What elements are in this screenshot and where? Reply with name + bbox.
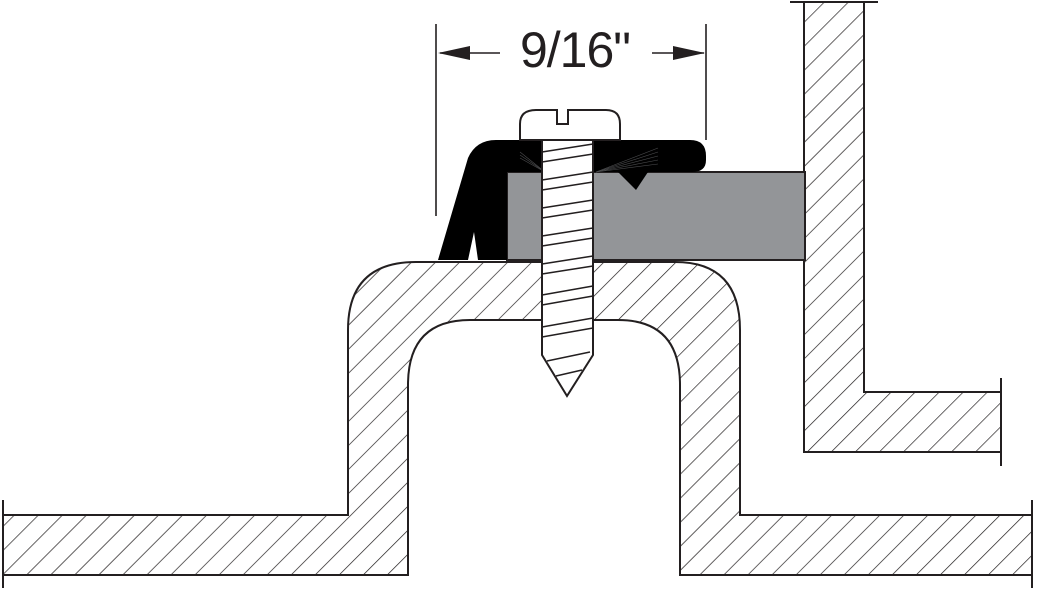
screw	[519, 109, 621, 398]
hat-channel	[2, 261, 1033, 588]
seal-strip	[438, 140, 706, 260]
arrow-left-icon	[438, 46, 470, 60]
arrow-right-icon	[673, 46, 705, 60]
dimension-callout	[435, 24, 707, 216]
l-bracket	[790, 1, 1002, 466]
dimension-label: 9/16"	[519, 22, 631, 78]
